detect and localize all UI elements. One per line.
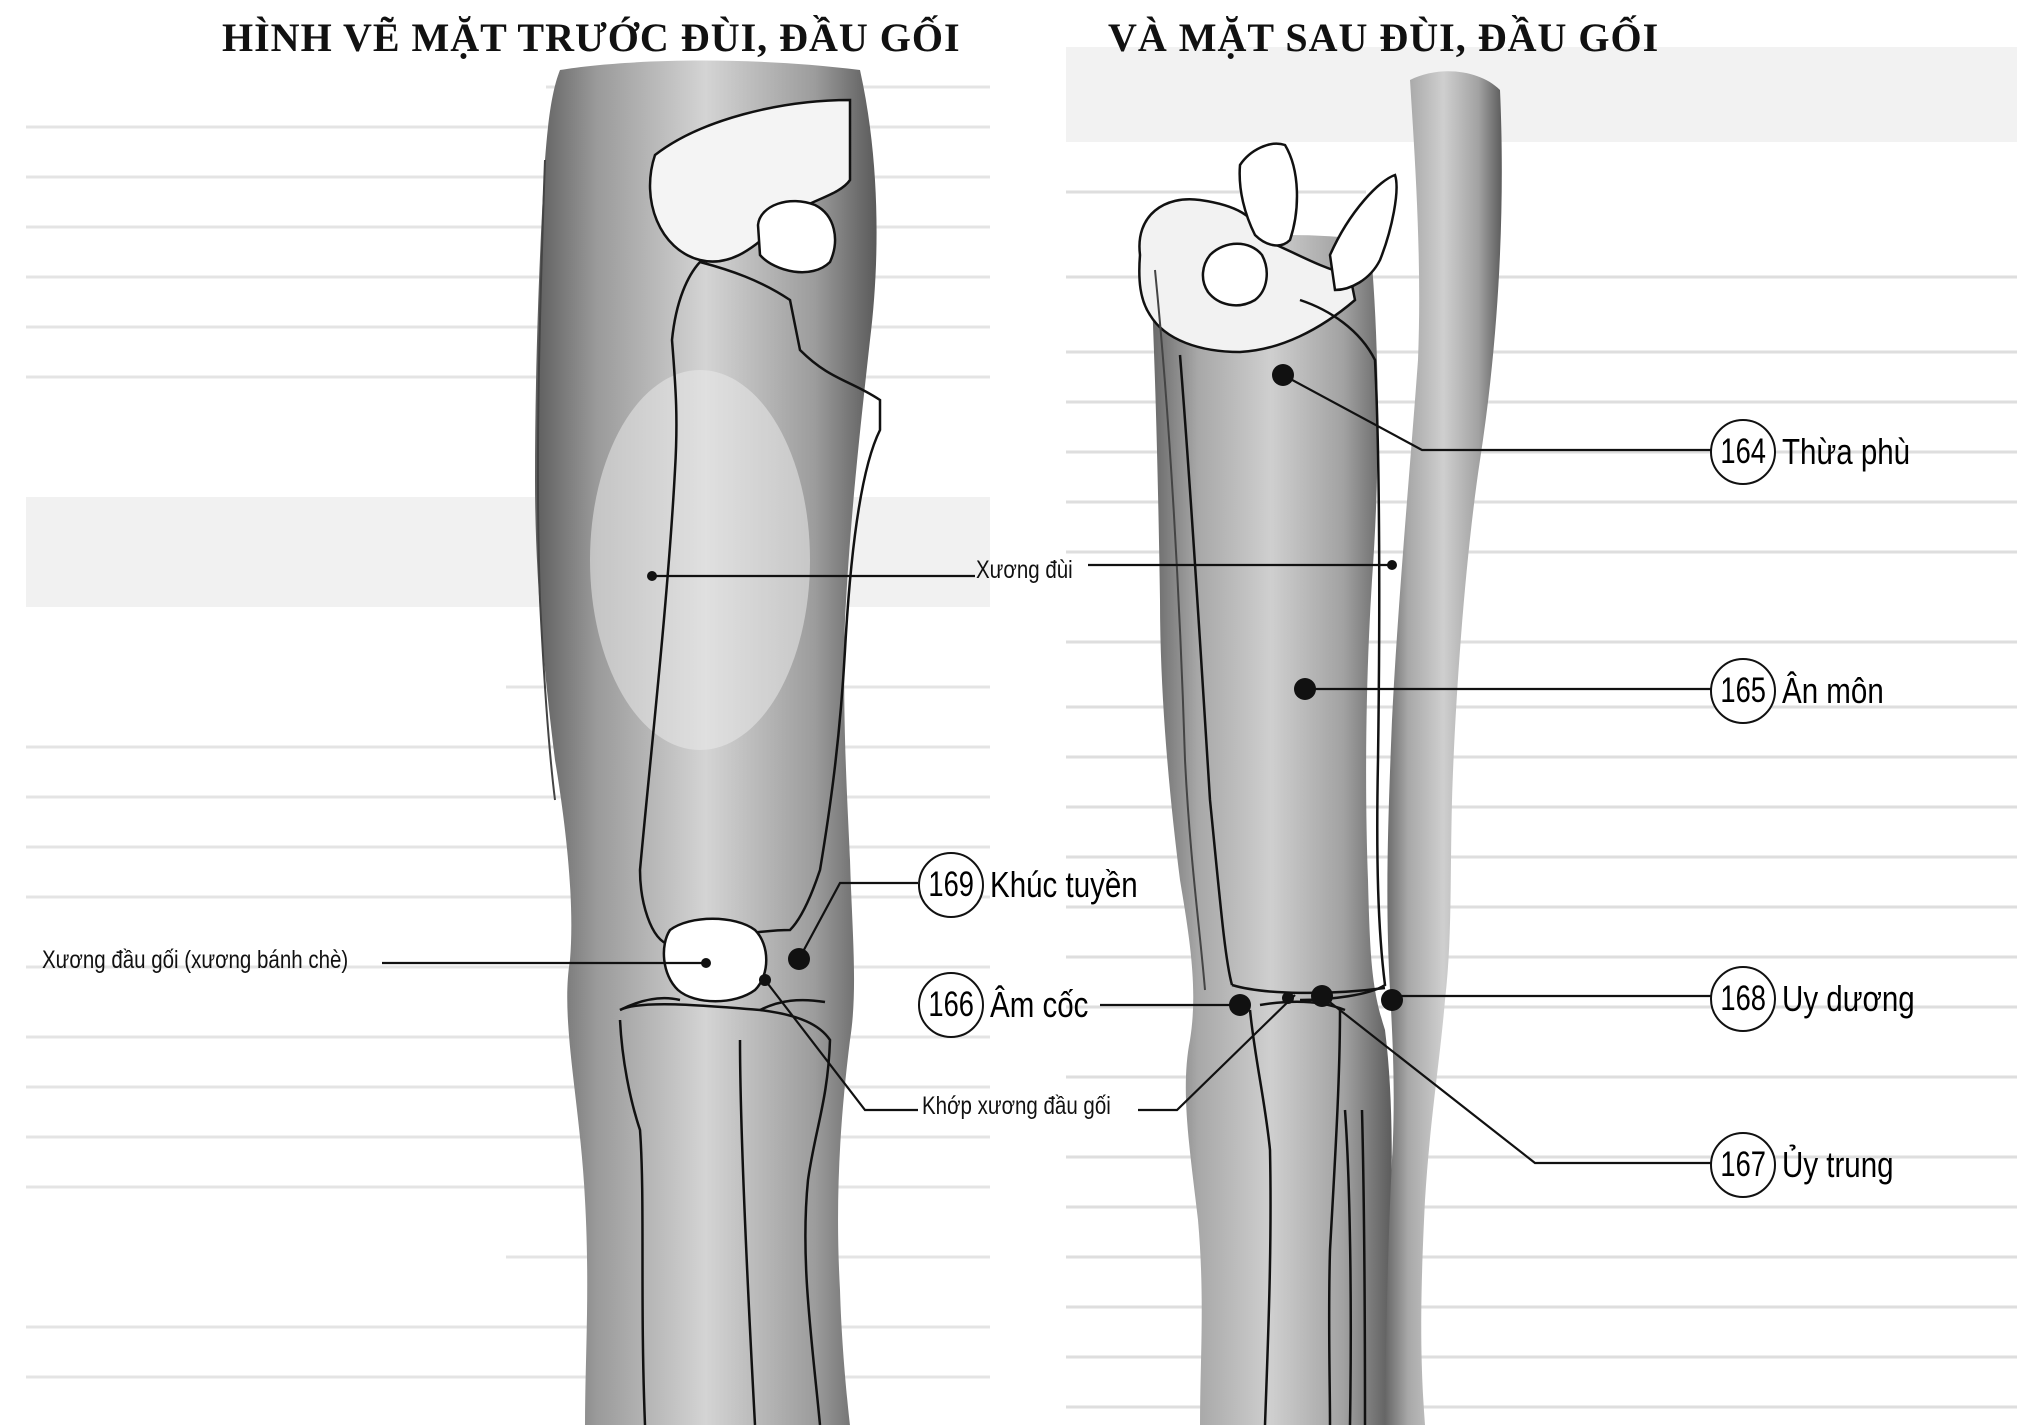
front-femoral-head	[756, 199, 837, 274]
dot-am-coc	[1229, 994, 1251, 1016]
label-knee-joint: Khớp xương đầu gối	[922, 1092, 1111, 1120]
point-number-circle: 166	[918, 972, 984, 1038]
point-label-168: 168 Uy dương	[1710, 966, 1944, 1032]
dot-an-mon	[1294, 678, 1316, 700]
label-femur: Xương đùi	[976, 556, 1073, 584]
dot-uy-duong	[1381, 989, 1403, 1011]
dot-xuong-dui-front	[647, 571, 657, 581]
back-femur	[1299, 298, 1387, 1002]
back-view-title: VÀ MẶT SAU ĐÙI, ĐẦU GỐI	[1108, 15, 1660, 60]
bleed-through-lines-right	[1066, 47, 2017, 1409]
point-number-circle: 165	[1710, 658, 1776, 724]
point-label-166: 166 Âm cốc	[918, 972, 1110, 1038]
dot-khuc-tuyen	[788, 948, 810, 970]
back-femur-shaft	[1178, 354, 1234, 986]
front-patella	[662, 917, 768, 1003]
back-iliac-crest	[1328, 173, 1398, 292]
point-name: Ủy trung	[1782, 1144, 1894, 1185]
dot-uy-trung	[1311, 985, 1333, 1007]
point-name: Uy dương	[1782, 978, 1915, 1019]
point-name: Ân môn	[1782, 670, 1884, 711]
back-leg-inner	[1385, 71, 1502, 1425]
bleed-through-text-right	[1040, 0, 2017, 1425]
point-number-circle: 167	[1710, 1132, 1776, 1198]
front-leg	[535, 60, 882, 1425]
acupoint-dots	[647, 364, 1403, 1016]
point-name: Thừa phù	[1782, 431, 1911, 472]
back-leg-silhouette	[1150, 235, 1392, 1425]
dot-knee-front	[759, 974, 771, 986]
back-fibula	[1343, 1109, 1367, 1425]
front-femur	[638, 260, 882, 947]
dot-patella	[701, 958, 711, 968]
leader-lines	[382, 374, 1717, 1165]
front-tibia	[619, 1002, 832, 1425]
dot-knee-back	[1282, 992, 1294, 1004]
point-number-circle: 169	[918, 852, 984, 918]
point-label-169: 169 Khúc tuyền	[918, 852, 1170, 918]
back-obturator	[1201, 242, 1268, 307]
point-number-circle: 164	[1710, 419, 1776, 485]
back-leg	[1138, 71, 1502, 1425]
point-label-164: 164 Thừa phù	[1710, 419, 1938, 485]
dot-thua-phu	[1272, 364, 1294, 386]
point-label-165: 165 Ân môn	[1710, 658, 1906, 724]
back-sacrum	[1238, 142, 1299, 247]
back-tibia	[1248, 1009, 1342, 1425]
label-patella: Xương đầu gối (xương bánh chè)	[42, 946, 349, 974]
point-label-167: 167 Ủy trung	[1710, 1132, 1918, 1198]
point-name: Âm cốc	[990, 984, 1089, 1025]
dot-xuong-dui-back	[1387, 560, 1397, 570]
front-fibula	[618, 1019, 647, 1425]
front-view-title: HÌNH VẼ MẶT TRƯỚC ĐÙI, ĐẦU GỐI	[222, 15, 961, 60]
point-number-circle: 168	[1710, 966, 1776, 1032]
point-name: Khúc tuyền	[990, 864, 1138, 905]
front-knee-joint-line	[619, 996, 826, 1012]
